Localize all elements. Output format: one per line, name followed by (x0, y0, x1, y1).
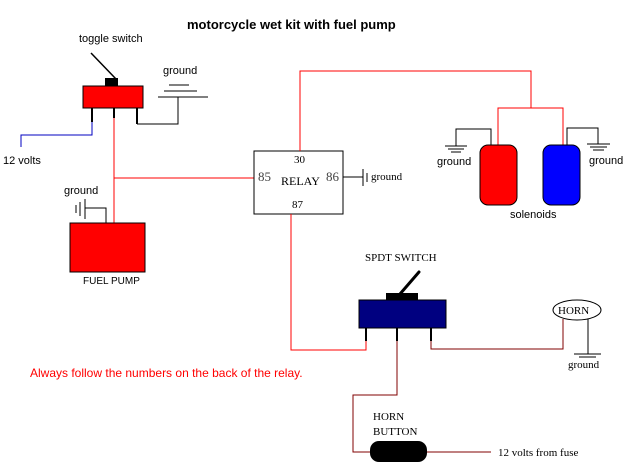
horn-body (552, 299, 602, 321)
fuel-pump-label: FUEL PUMP (83, 276, 140, 287)
relay-label: RELAY (281, 174, 320, 188)
spdt-lever (398, 270, 421, 296)
toggle-cap (105, 78, 118, 86)
solenoid-blue (542, 144, 581, 206)
solenoid-right-ground-wire (566, 127, 599, 145)
fuel-pump: ground FUEL PUMP (64, 185, 146, 287)
spdt-cap (386, 293, 418, 300)
toggle-switch-label: toggle switch (79, 33, 143, 45)
fuel-pump-ground-label: ground (64, 185, 98, 197)
horn-button-label-line2: BUTTON (373, 426, 417, 438)
fuel-pump-ground-wire (85, 207, 107, 224)
solenoid-right-ground-label: ground (589, 155, 623, 167)
spdt-switch-label: SPDT SWITCH (365, 252, 437, 264)
relay-note: Always follow the numbers on the back of… (30, 366, 303, 380)
solenoid-left-ground-wire (455, 128, 492, 146)
horn-button-body (370, 441, 427, 462)
solenoids: ground ground solenoids (437, 127, 623, 221)
twelve-volt-wire (20, 122, 93, 147)
spdt-to-horn-wire (430, 319, 564, 350)
relay-ground-label: ground (371, 171, 403, 183)
solenoid-left-ground-label: ground (437, 156, 471, 168)
solenoids-label: solenoids (510, 209, 557, 221)
relay-87-to-spdt-wire (290, 214, 367, 351)
toggle-ground-label: ground (163, 65, 197, 77)
horn-label: HORN (558, 305, 589, 317)
relay-pin-85: 85 (258, 169, 271, 184)
relay-body (253, 150, 344, 215)
solenoid-split-wire (497, 107, 564, 145)
relay-pin-87: 87 (292, 199, 304, 211)
relay-pin-86: 86 (326, 169, 340, 184)
horn-button-label-line1: HORN (373, 411, 404, 423)
toggle-ground-wire (137, 97, 179, 125)
twelve-volts-label: 12 volts (3, 155, 41, 167)
spdt-to-horn-button-wire (352, 341, 398, 453)
horn-button-supply-label: 12 volts from fuse (498, 447, 578, 459)
relay-30-to-solenoids-wire (299, 70, 532, 151)
relay-pin-30: 30 (294, 154, 306, 166)
horn-button: HORN BUTTON 12 volts from fuse (370, 411, 578, 462)
diagram-title: motorcycle wet kit with fuel pump (187, 17, 396, 32)
relay: 30 85 RELAY 86 87 ground (253, 150, 403, 215)
toggle-ground: ground (137, 65, 208, 125)
horn: HORN ground (552, 299, 602, 371)
solenoid-red (479, 144, 518, 206)
toggle-switch: toggle switch (79, 33, 144, 124)
fuel-pump-body (69, 222, 146, 273)
toggle-switch-body (82, 85, 144, 109)
toggle-lever (90, 52, 117, 80)
horn-ground-label: ground (568, 359, 600, 371)
spdt-switch-body (358, 299, 447, 329)
spdt-switch: SPDT SWITCH (358, 252, 447, 341)
